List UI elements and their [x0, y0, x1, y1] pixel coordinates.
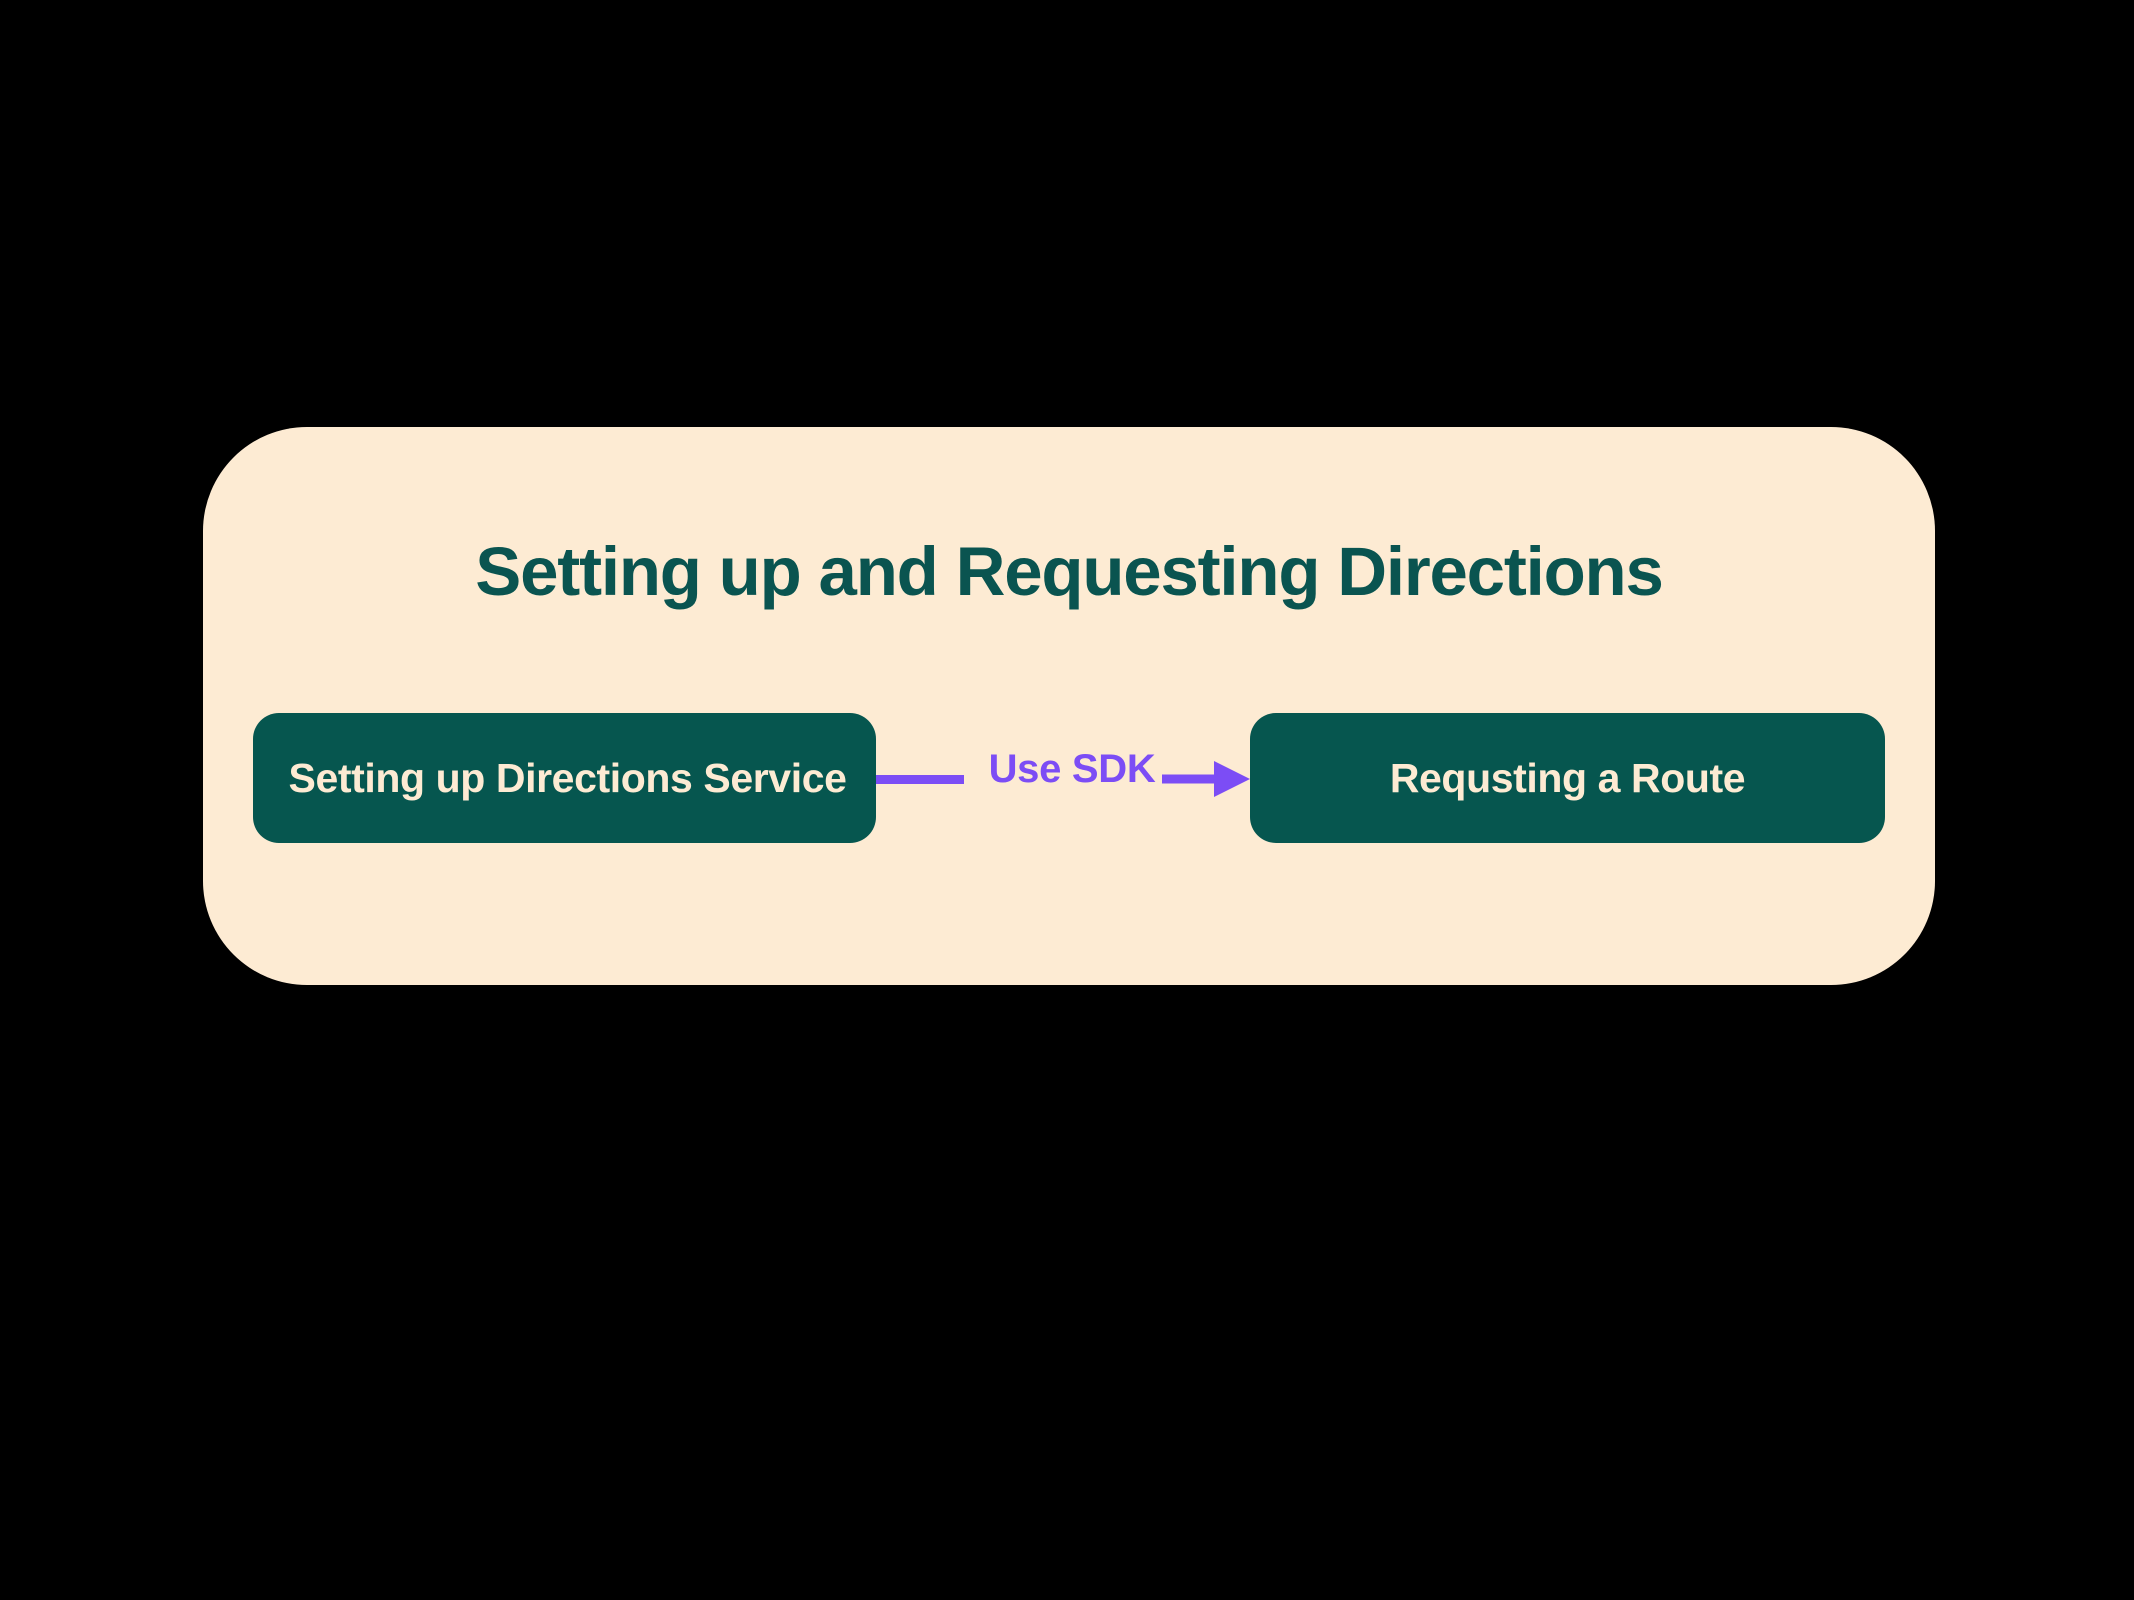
- right-arrow-icon: [1162, 761, 1250, 797]
- diagram-card: Setting up and Requesting Directions Set…: [203, 427, 1935, 985]
- edge-label-use-sdk: Use SDK: [988, 747, 1156, 791]
- flow-node-setup-label: Setting up Directions Service: [288, 754, 847, 801]
- flow-node-request[interactable]: Requsting a Route: [1250, 713, 1885, 843]
- flow-node-request-label: Requsting a Route: [1389, 754, 1746, 801]
- edge-line-segment: [876, 775, 964, 784]
- page-title: Setting up and Requesting Directions: [475, 533, 1664, 610]
- flow-node-setup[interactable]: Setting up Directions Service: [253, 713, 876, 843]
- flow-edge-setup-to-request: Use SDK: [876, 713, 1250, 843]
- flow-row: Setting up Directions Service Use SDK Re…: [203, 713, 1935, 843]
